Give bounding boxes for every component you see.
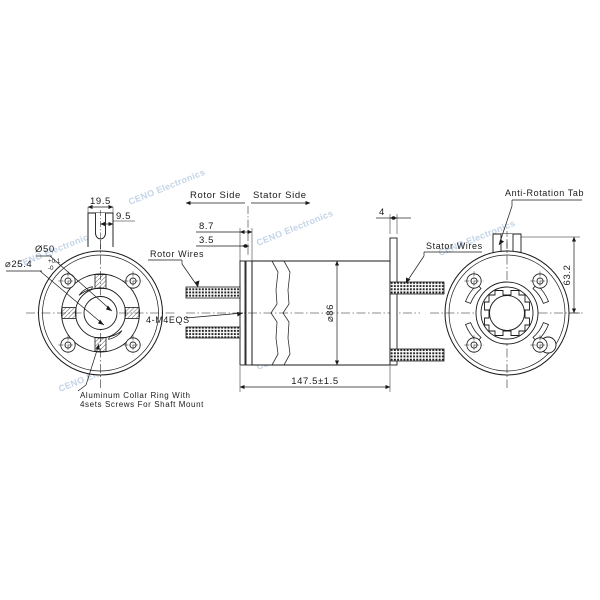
stator-side-label: Stator Side [253, 190, 307, 201]
collar-note-line1: Aluminum Collar Ring With [80, 391, 191, 400]
dim-9-5: 9.5 [100, 211, 135, 227]
left-view-rotor-end: 19.5 9.5 [5, 196, 204, 409]
dim-19-5-label: 19.5 [90, 196, 111, 207]
splined-bore [484, 290, 530, 336]
dim-63-2: 63.2 [521, 236, 580, 314]
stator-wires-group: Stator Wires [389, 241, 483, 362]
stator-plate: 4 [376, 207, 411, 366]
overall-length-label: 147.5±1.5 [291, 376, 339, 387]
leader-anti-rotation-tab: Anti-Rotation Tab [498, 188, 584, 246]
m4eqs-label: 4-M4EQS [146, 315, 190, 325]
collar-arc-slots [78, 286, 123, 340]
dim-8-7: 8.7 [196, 221, 253, 262]
stator-wires-label: Stator Wires [426, 241, 483, 251]
leader-collar-note: Aluminum Collar Ring With 4sets Screws F… [77, 343, 204, 409]
rotor-wires-group: Rotor Wires [148, 249, 241, 339]
bore-tol-upper: +0.1 [48, 258, 61, 265]
body-dia-label: ⌀86 [325, 304, 336, 322]
watermark-text: CENO Electronics [255, 208, 335, 248]
dim-9-5-label: 9.5 [116, 211, 131, 222]
collar-note-line2: 4sets Screws For Shaft Mount [80, 400, 204, 409]
rotor-wires-label: Rotor Wires [150, 249, 204, 259]
dim-3-5: 3.5 [196, 235, 250, 249]
dim-19-5: 19.5 [87, 196, 114, 246]
rotor-side-label: Rotor Side [190, 190, 241, 201]
leader-bore-dia: ⌀25.4 +0.1 -0 [5, 258, 105, 326]
stator-arc-slots [464, 283, 550, 343]
dim-8-7-label: 8.7 [199, 221, 214, 232]
right-view-stator-end: Anti-Rotation Tab [430, 188, 584, 388]
dim-4-label: 4 [379, 207, 385, 218]
center-view-section: Rotor Side Stator Side 8.7 3.5 [146, 190, 483, 392]
dim-overall-length: 147.5±1.5 [239, 366, 391, 392]
anti-rotation-tab-label: Anti-Rotation Tab [505, 188, 584, 198]
dim-body-dia: ⌀86 [325, 260, 340, 366]
callout-m4eqs: 4-M4EQS [146, 312, 244, 325]
dim-63-2-label: 63.2 [562, 265, 573, 286]
flange-dia-label: Ø50 [35, 244, 55, 255]
bore-dia-label: ⌀25.4 [5, 259, 32, 270]
leader-flange-dia: Ø50 [35, 244, 113, 312]
dim-3-5-label: 3.5 [199, 235, 214, 246]
bore-tol-lower: -0 [48, 265, 54, 272]
collar-screw-blocks [61, 274, 140, 352]
